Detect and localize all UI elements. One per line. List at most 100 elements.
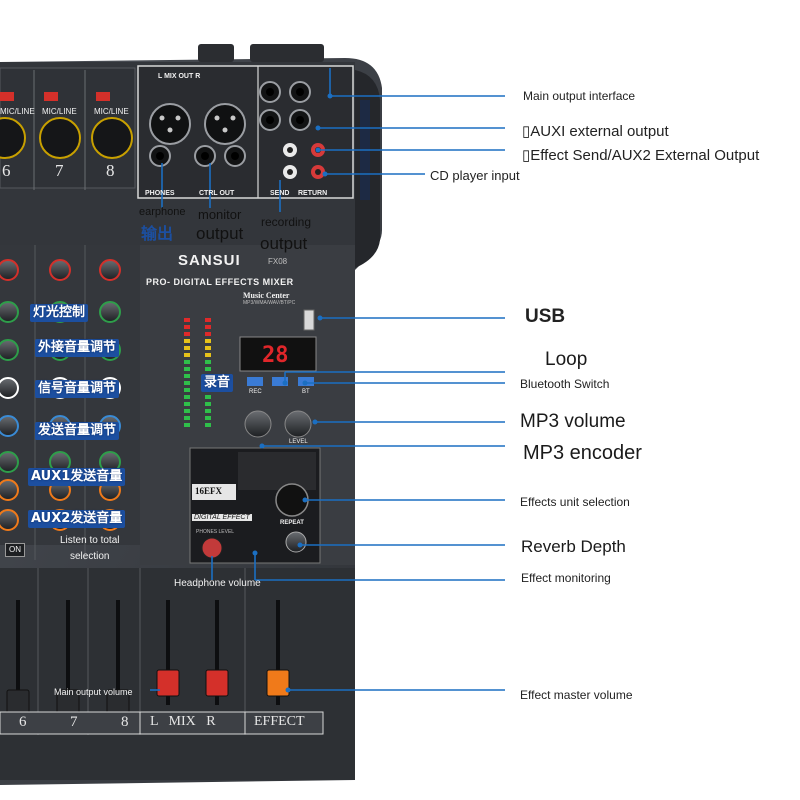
loop-button [272, 377, 288, 386]
callout-dot-4 [322, 171, 328, 177]
jack-hole-3 [266, 116, 274, 124]
callout-dot-13 [285, 687, 291, 693]
jack-hole-2 [296, 88, 304, 96]
callout-main-output-interface: Main output interface [523, 89, 636, 103]
meter-1-seg-13 [205, 409, 211, 413]
phones-level-label: PHONES LEVEL [196, 529, 235, 535]
callout-dot-9 [259, 443, 265, 449]
meter-0-seg-3 [184, 339, 190, 343]
callout-dot-8 [312, 419, 318, 425]
callout-dot-6 [282, 380, 288, 386]
mp3-display [239, 336, 317, 372]
channel-number-top-8: 8 [106, 161, 115, 180]
callout-dot-3 [315, 147, 321, 153]
fader-track-3 [116, 600, 120, 705]
meter-1-seg-11 [205, 395, 211, 399]
meter-1-seg-4 [205, 346, 211, 350]
callout-dot-7 [302, 380, 308, 386]
fader-track-2 [66, 600, 70, 705]
callout-aux1-external-output: ▯AUXI external output [522, 123, 669, 140]
effect-label: EFFECT [254, 714, 305, 729]
meter-1-seg-2 [205, 332, 211, 336]
meter-1-seg-12 [205, 402, 211, 406]
channel-knob-r0-c0 [0, 259, 19, 281]
efx-badge-label: 16EFX [195, 486, 222, 496]
meter-0-seg-8 [184, 374, 190, 378]
recording-label: recording [261, 215, 312, 229]
send-volume-label: 发送音量调节 [35, 422, 120, 441]
signal-volume-label: 信号音量调节 [35, 380, 120, 399]
headphone-volume-label: Headphone volume [174, 578, 261, 589]
meter-1-seg-7 [205, 367, 211, 371]
channel-number-bottom-8: 8 [121, 714, 129, 730]
fader-track-5 [215, 600, 219, 705]
meter-0-seg-7 [184, 367, 190, 371]
channel-knob-r2-c0 [0, 339, 19, 361]
meter-0-seg-11 [184, 395, 190, 399]
channel-knob-r7-c0 [0, 509, 19, 531]
channel-knob-r4-c0 [0, 415, 19, 437]
meter-1-seg-0 [205, 318, 211, 322]
channel-knob-r1-c0 [0, 301, 19, 323]
repeat-label: REPEAT [280, 520, 304, 526]
xlr-left-jack [149, 103, 191, 145]
svg-text:28: 28 [262, 343, 289, 368]
xlr-right-jack [204, 103, 246, 145]
meter-1-seg-5 [205, 353, 211, 357]
rec-button-label: REC [249, 389, 262, 395]
mix-out-label: L MIX OUT R [158, 73, 201, 80]
rec-button [247, 377, 263, 386]
fader-track-4 [166, 600, 170, 705]
top-handle-left [198, 44, 234, 62]
reverb-depth-knob [285, 531, 307, 553]
mp3-encoder-knob [244, 410, 272, 438]
meter-0-seg-5 [184, 353, 190, 357]
meter-1-seg-6 [205, 360, 211, 364]
mp3-volume-knob [284, 410, 312, 438]
mic-line-label-3: MIC/LINE [94, 107, 129, 116]
callout-dot-2 [315, 125, 321, 131]
meter-0-seg-2 [184, 332, 190, 336]
meter-0-seg-6 [184, 360, 190, 364]
effect-label-bar [244, 711, 324, 735]
earphone-cn-label: 输出 [141, 224, 174, 243]
channel-number-top-6: 6 [2, 161, 11, 180]
jack-hole-6 [201, 152, 209, 160]
callout-effects-unit-selection: Effects unit selection [520, 495, 630, 509]
channel-number-bottom-6: 6 [19, 714, 27, 730]
brand-logo: SANSUI [178, 252, 241, 269]
music-center-label: Music Center [243, 291, 290, 300]
monitor-label: monitor [198, 207, 242, 222]
callout-mp3-volume: MP3 volume [520, 411, 626, 432]
jack-hole-5 [156, 152, 164, 160]
callout-effect-master-volume: Effect master volume [520, 688, 633, 702]
earphone-label: earphone [139, 206, 186, 218]
callout-bluetooth-switch: Bluetooth Switch [520, 377, 610, 391]
channel-knob-r5-c0 [0, 451, 19, 473]
fader-track-6 [276, 600, 280, 705]
meter-0-seg-15 [184, 423, 190, 427]
monitor-output-label: output [196, 224, 244, 243]
callout-effect-monitoring: Effect monitoring [521, 571, 611, 585]
callout-dot-1 [327, 93, 333, 99]
efx-badge [192, 484, 236, 500]
fader-cap-4 [156, 669, 180, 697]
callout-effect-send-aux2: ▯Effect Send/AUX2 External Output [522, 147, 760, 164]
level-label: LEVEL [289, 439, 308, 445]
meter-0-seg-1 [184, 325, 190, 329]
channel-knob-r1-c2 [99, 301, 121, 323]
record-label: 录音 [201, 374, 234, 393]
channel-knob-r0-c1 [49, 259, 71, 281]
on-button-label: ON [5, 543, 25, 557]
channel-number-bottom-7: 7 [70, 714, 78, 730]
digital-effect-label: DIGITAL EFFECT [192, 514, 252, 521]
meter-0-seg-14 [184, 416, 190, 420]
light-control-label: 灯光控制 [30, 304, 89, 323]
panel-title: PRO- DIGITAL EFFECTS MIXER [146, 277, 294, 287]
fader-cap-5 [205, 669, 229, 697]
callout-mp3-encoder: MP3 encoder [523, 442, 642, 464]
fader-track-1 [16, 600, 20, 705]
music-center-sub: MP3/WMA/WAV/BT/PC [243, 300, 296, 306]
